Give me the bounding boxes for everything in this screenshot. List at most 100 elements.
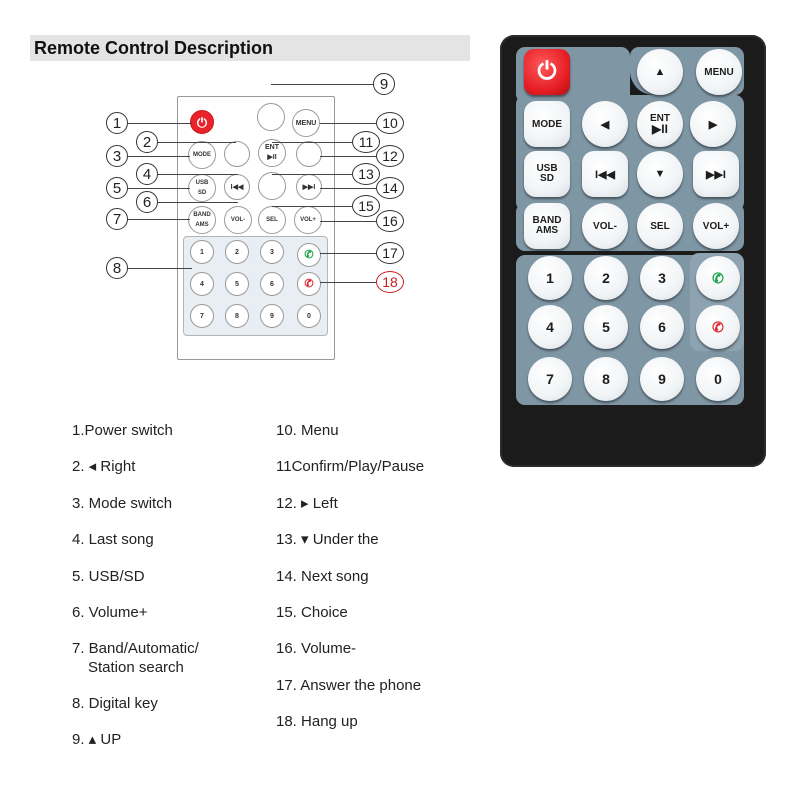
callout-17: 17 [376, 242, 404, 264]
key-8[interactable]: 8 [584, 357, 628, 401]
legend-item-7: 7. Band/Automatic/ [72, 640, 199, 657]
up-button[interactable]: ▲ [637, 49, 683, 95]
callout-16: 16 [376, 210, 404, 232]
diagram-play-label: ▶II [267, 154, 277, 161]
key-2[interactable]: 2 [584, 256, 628, 300]
key-0[interactable]: 0 [696, 357, 740, 401]
legend-item-17: 17. Answer the phone [276, 677, 422, 694]
callout-7: 7 [106, 208, 128, 230]
ams-label: AMS [535, 225, 559, 236]
diagram-key-1: 1 [190, 240, 214, 264]
legend-item-14: 14. Next song [276, 568, 369, 585]
key-7[interactable]: 7 [528, 357, 572, 401]
diagram-vol-plus-button: VOL+ [294, 206, 322, 234]
diagram-key-0: 0 [297, 304, 321, 328]
leader-17 [320, 253, 376, 255]
callout-14: 14 [376, 177, 404, 199]
legend-item-6: 6. Volume+ [72, 604, 148, 621]
diagram-usb-label: USB [195, 180, 209, 186]
legend-item-2: 2. ◂ Right [72, 458, 136, 475]
diagram-band-button: BAND AMS [188, 206, 216, 234]
legend-item-11: 11Confirm/Play/Pause [276, 458, 425, 475]
diagram-band-label: BAND [193, 212, 211, 218]
legend-item-10: 10. Menu [276, 422, 339, 439]
legend-item-9: 9. ▴ UP [72, 731, 122, 748]
leader-13 [272, 174, 352, 176]
diagram-up-button [257, 103, 285, 131]
callout-9: 9 [373, 73, 395, 95]
power-button[interactable]: ⏻ [524, 49, 570, 95]
legend-item-12: 12. ▸ Left [276, 495, 338, 512]
callout-6: 6 [136, 191, 158, 213]
leader-1 [128, 123, 192, 125]
play-pause-label: ▶II [652, 122, 668, 136]
legend-item-18: 18. Hang up [276, 713, 358, 730]
legend-item-5: 5. USB/SD [72, 568, 145, 585]
callout-3: 3 [106, 145, 128, 167]
diagram-hangup-button: ✆ [297, 272, 321, 296]
key-1[interactable]: 1 [528, 256, 572, 300]
diagram-key-9: 9 [260, 304, 284, 328]
key-5[interactable]: 5 [584, 305, 628, 349]
leader-7 [128, 219, 190, 221]
vol-minus-button[interactable]: VOL- [582, 203, 628, 249]
prev-track-button[interactable]: I◀◀ [582, 151, 628, 197]
next-track-button[interactable]: ▶▶I [693, 151, 739, 197]
diagram-answer-button: ✆ [297, 243, 321, 267]
answer-call-button[interactable]: ✆ [696, 256, 740, 300]
key-3[interactable]: 3 [640, 256, 684, 300]
right-button[interactable]: ▶ [690, 101, 736, 147]
menu-button[interactable]: MENU [696, 49, 742, 95]
band-label: BAND [532, 215, 562, 226]
diagram-key-6: 6 [260, 272, 284, 296]
diagram-key-8: 8 [225, 304, 249, 328]
diagram-key-3: 3 [260, 240, 284, 264]
leader-4 [158, 174, 238, 176]
usb-label: USB [536, 163, 558, 174]
diagram-ams-label: AMS [195, 222, 209, 228]
diagram-usb-button: USB SD [188, 174, 216, 202]
leader-8 [128, 268, 192, 270]
leader-18 [320, 282, 376, 284]
left-button[interactable]: ◀ [582, 101, 628, 147]
key-6[interactable]: 6 [640, 305, 684, 349]
legend-item-7-cont: Station search [88, 659, 184, 676]
leader-3 [128, 156, 190, 158]
leader-15 [272, 206, 352, 208]
leader-2 [158, 142, 236, 144]
leader-12 [320, 156, 376, 158]
callout-12: 12 [376, 145, 404, 167]
mode-button[interactable]: MODE [524, 101, 570, 147]
key-9[interactable]: 9 [640, 357, 684, 401]
legend-item-15: 15. Choice [276, 604, 348, 621]
diagram-ent-label: ENT [265, 144, 279, 151]
leader-11 [272, 142, 352, 144]
leader-9 [271, 84, 373, 86]
diagram-vol-minus-button: VOL- [224, 206, 252, 234]
diagram-mode-button: MODE [188, 141, 216, 169]
hang-up-button[interactable]: ✆ [696, 305, 740, 349]
legend-item-13: 13. ▾ Under the [276, 531, 379, 548]
legend-item-3: 3. Mode switch [72, 495, 173, 512]
key-4[interactable]: 4 [528, 305, 572, 349]
callout-8: 8 [106, 257, 128, 279]
callout-4: 4 [136, 163, 158, 185]
vol-plus-button[interactable]: VOL+ [693, 203, 739, 249]
leader-14 [320, 188, 376, 190]
leader-6 [158, 202, 238, 204]
ent-play-button[interactable]: ENT▶II [637, 101, 683, 147]
leader-10 [320, 123, 376, 125]
diagram-menu-button: MENU [292, 109, 320, 137]
sel-button[interactable]: SEL [637, 203, 683, 249]
diagram-sd-label: SD [197, 190, 207, 196]
leader-5 [128, 188, 190, 190]
down-button[interactable]: ▼ [637, 151, 683, 197]
page-title: Remote Control Description [34, 38, 274, 58]
legend-item-16: 16. Volume- [276, 640, 357, 657]
diagram-key-5: 5 [225, 272, 249, 296]
diagram-power-button: ⏻ [190, 110, 214, 134]
